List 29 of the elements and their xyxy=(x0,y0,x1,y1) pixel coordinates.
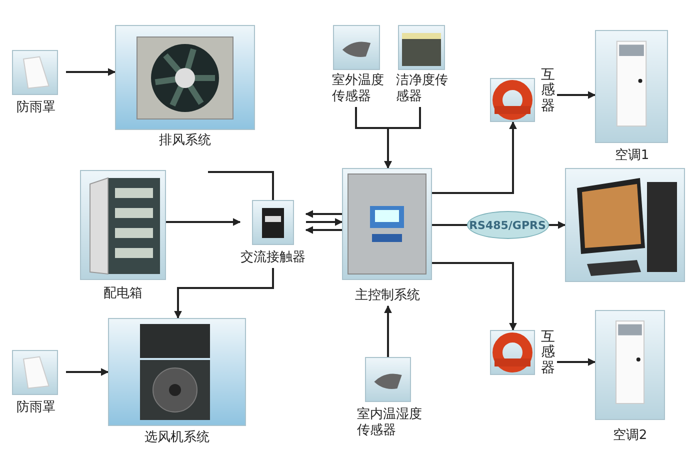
node-label: 防雨罩 xyxy=(16,100,56,116)
arrow xyxy=(306,218,343,226)
arrow xyxy=(174,268,274,319)
arrow xyxy=(432,262,517,331)
node-label: 选风机系统 xyxy=(144,430,210,446)
node-label: 洁净度传感器 xyxy=(396,73,449,105)
connector-line xyxy=(208,171,274,200)
arrow xyxy=(305,210,342,218)
node-label: 交流接触器 xyxy=(240,250,306,266)
arrow xyxy=(384,107,421,169)
node-label: 配电箱 xyxy=(102,286,144,302)
node-label: 主控制系统 xyxy=(354,288,421,304)
node-label: 互感器 xyxy=(541,330,555,376)
arrow xyxy=(384,305,392,357)
edge-label: RS485/GPRS xyxy=(466,211,548,239)
node-label: 防雨罩 xyxy=(16,400,56,416)
arrow xyxy=(66,68,116,76)
arrow xyxy=(305,226,342,234)
node-label: 空调2 xyxy=(612,428,648,444)
node-label: 排风系统 xyxy=(158,133,212,149)
arrow xyxy=(166,218,241,226)
arrow xyxy=(66,368,109,376)
node-label: 空调1 xyxy=(614,148,650,164)
arrow xyxy=(557,91,596,99)
node-label: 室外温度传感器 xyxy=(332,73,385,105)
arrow xyxy=(557,358,596,366)
arrow xyxy=(432,121,517,194)
node-label: 互感器 xyxy=(541,68,555,114)
node-label: 室内温湿度传感器 xyxy=(357,407,423,439)
